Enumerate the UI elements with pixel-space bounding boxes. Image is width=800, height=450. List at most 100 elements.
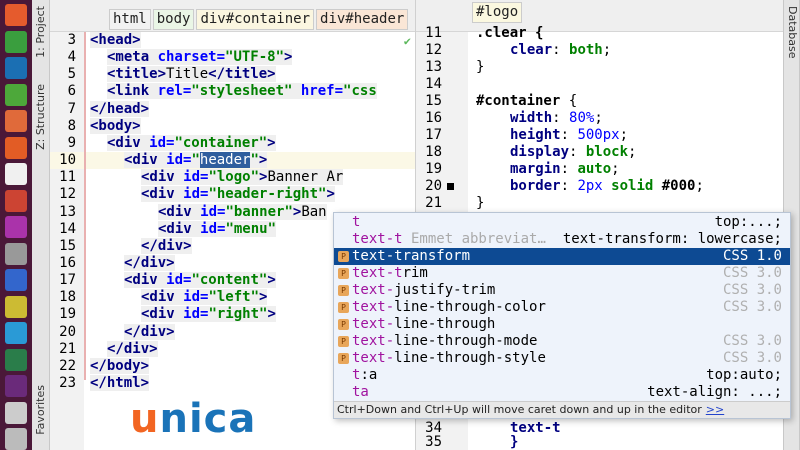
code-line[interactable]: </head> xyxy=(90,100,150,118)
launcher-app-icon[interactable] xyxy=(5,322,27,344)
code-token-tag: > xyxy=(267,272,276,289)
code-line[interactable]: <div id="container"> xyxy=(107,134,276,152)
completion-item-name: ta xyxy=(352,384,369,401)
launcher-app-icon[interactable] xyxy=(5,57,27,79)
code-line[interactable]: <body> xyxy=(90,117,141,135)
code-line[interactable]: <div id="header"> xyxy=(124,152,268,169)
launcher-app-icon[interactable] xyxy=(5,30,27,53)
code-line[interactable]: <title>Title</title> xyxy=(107,66,276,83)
code-token-pun: } xyxy=(476,195,485,211)
launcher-app-icon[interactable] xyxy=(5,216,27,238)
launcher-app-icon[interactable] xyxy=(5,163,27,185)
code-line[interactable]: margin: auto; xyxy=(510,161,620,178)
breadcrumb-item[interactable]: html xyxy=(109,9,151,30)
code-line[interactable]: </div> xyxy=(124,254,175,272)
code-line[interactable]: display: block; xyxy=(510,144,636,161)
launcher-app-icon[interactable] xyxy=(5,189,27,212)
code-token-tag: > xyxy=(326,186,335,203)
launcher-app-icon[interactable] xyxy=(5,375,27,397)
property-icon: P xyxy=(338,336,349,347)
code-line[interactable]: text-t xyxy=(510,420,561,436)
completion-rest: rim xyxy=(402,265,428,281)
code-token-val: "banner" xyxy=(225,203,293,220)
code-line[interactable]: } xyxy=(476,195,484,212)
launcher-app-icon[interactable] xyxy=(5,269,27,291)
launcher-app-icon[interactable] xyxy=(5,136,27,159)
completion-status: Ctrl+Down and Ctrl+Up will move caret do… xyxy=(334,401,790,418)
code-line[interactable]: <div id="content"> xyxy=(124,272,276,289)
code-line[interactable]: width: 80%; xyxy=(510,110,603,127)
code-line[interactable]: } xyxy=(476,59,484,76)
line-number: 18 xyxy=(59,289,76,306)
line-number: 9 xyxy=(67,134,76,151)
breadcrumb-item[interactable]: #logo xyxy=(472,2,523,23)
code-line[interactable]: .clear { xyxy=(476,25,543,42)
code-line[interactable]: <div id="header-right"> xyxy=(141,186,335,203)
launcher-app-icon[interactable] xyxy=(5,4,27,26)
code-line[interactable]: <div id="menu" xyxy=(158,220,277,238)
code-line[interactable]: border: 2px solid #000; xyxy=(510,178,704,195)
code-line[interactable]: </html> xyxy=(90,375,150,392)
code-line[interactable]: <div id="right"> xyxy=(141,306,276,323)
code-line[interactable]: <div id="logo">Banner Ar xyxy=(141,169,344,186)
structure-tool-tab[interactable]: Z: Structure xyxy=(34,84,47,150)
code-token-val: "logo" xyxy=(208,169,260,186)
launcher-app-icon[interactable] xyxy=(5,83,27,106)
completion-item[interactable]: text-t Emmet abbreviat… text-transform: l… xyxy=(334,231,790,248)
code-token-pun: } xyxy=(476,59,485,75)
more-link[interactable]: >> xyxy=(705,403,725,416)
left-tool-strip: 1: Project Z: Structure Favorites xyxy=(32,0,50,450)
code-line[interactable]: </div> xyxy=(124,323,175,341)
code-line[interactable]: height: 500px; xyxy=(510,127,628,144)
completion-item-name: text-t Emmet abbreviat… xyxy=(352,231,546,248)
line-number: 12 xyxy=(59,186,76,203)
line-number: 5 xyxy=(67,66,76,83)
breadcrumb-item[interactable]: body xyxy=(152,9,195,30)
launcher-app-icon[interactable] xyxy=(5,348,27,371)
launcher-app-icon[interactable] xyxy=(5,242,27,265)
favorites-tool-tab[interactable]: Favorites xyxy=(34,385,47,435)
breadcrumb-item[interactable]: div#header xyxy=(316,9,409,30)
code-line[interactable]: <div id="banner">Ban xyxy=(158,203,327,221)
completion-matched: text- xyxy=(352,299,395,315)
code-token-tag: </div> xyxy=(107,340,158,357)
code-token-num: 80% xyxy=(569,110,595,126)
code-line[interactable]: <head> xyxy=(90,32,141,49)
code-line[interactable]: <div id="left"> xyxy=(141,289,268,306)
launcher-app-icon[interactable] xyxy=(5,295,27,318)
color-swatch-icon[interactable] xyxy=(447,183,454,190)
launcher-app-icon[interactable] xyxy=(5,110,27,132)
database-tool-tab[interactable]: Database xyxy=(786,6,799,59)
code-token-attr: href= xyxy=(300,83,344,100)
code-line[interactable]: #container { xyxy=(476,93,577,110)
code-line[interactable]: clear: both; xyxy=(510,42,611,59)
completion-matched: t xyxy=(352,214,361,230)
code-line[interactable]: </div> xyxy=(141,237,192,255)
breadcrumb-item[interactable]: div#container xyxy=(196,9,315,30)
project-tool-tab[interactable]: 1: Project xyxy=(34,6,47,58)
code-line[interactable]: } xyxy=(510,434,519,450)
code-line[interactable]: </div> xyxy=(107,340,158,358)
property-icon: P xyxy=(338,285,349,296)
launcher-app-icon[interactable] xyxy=(5,401,27,424)
completion-item-type: text-transform: lowercase; xyxy=(562,231,782,247)
line-number: 19 xyxy=(59,306,76,323)
code-token-cval: block xyxy=(585,144,629,160)
code-token-val: "header-right" xyxy=(208,186,327,203)
completion-matched: text-t xyxy=(352,231,403,247)
code-line[interactable]: </body> xyxy=(90,357,150,375)
code-line[interactable]: <meta charset="UTF-8"> xyxy=(107,49,293,66)
code-line[interactable]: <link rel="stylesheet" href="css xyxy=(107,83,377,100)
launcher-app-icon[interactable] xyxy=(5,428,27,450)
